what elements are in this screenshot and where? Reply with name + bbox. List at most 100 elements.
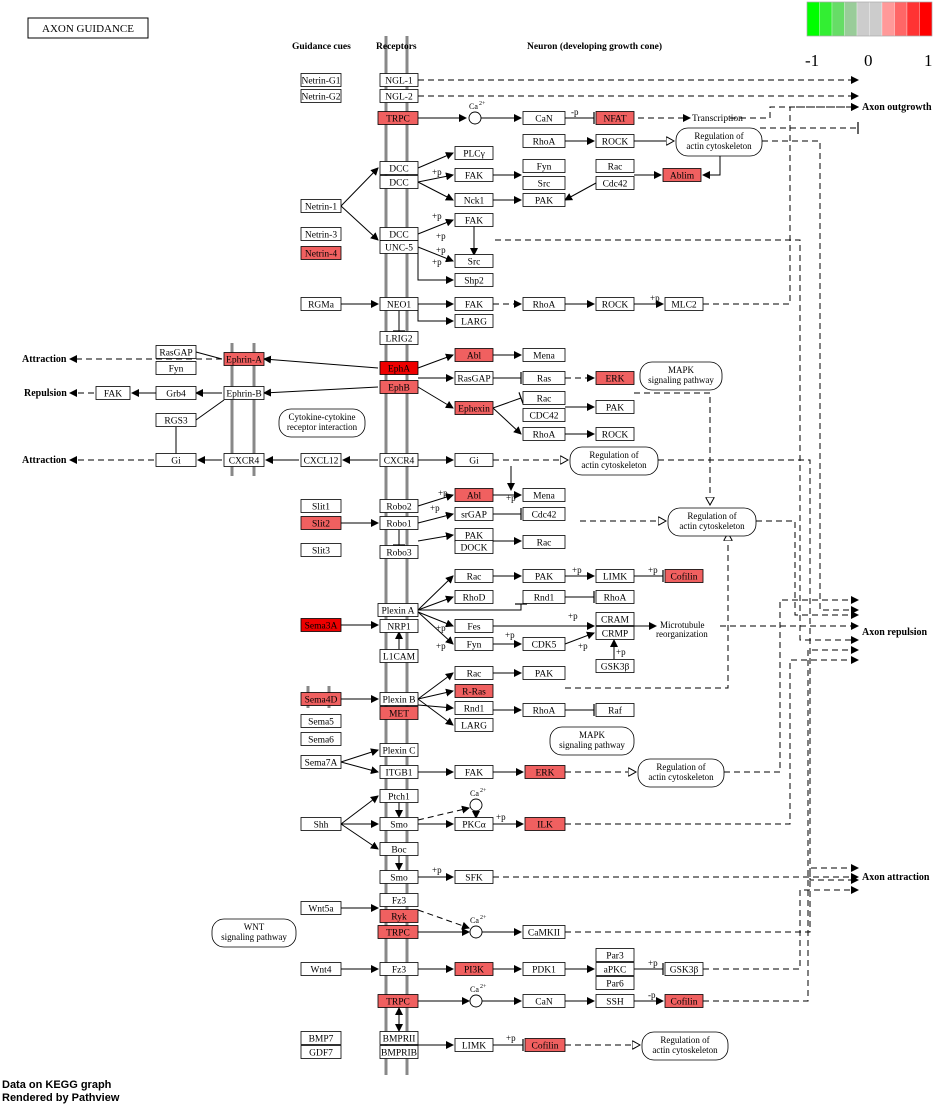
node-gi1[interactable]: Gi bbox=[155, 453, 197, 467]
node-sema6[interactable]: Sema6 bbox=[300, 732, 342, 746]
node-ryk[interactable]: Ryk bbox=[379, 909, 419, 923]
node-rock2[interactable]: ROCK bbox=[595, 297, 635, 311]
node-fz3b[interactable]: Fz3 bbox=[379, 962, 419, 976]
node-apkc[interactable]: aPKC bbox=[595, 962, 635, 976]
node-sfk[interactable]: SFK bbox=[454, 870, 494, 884]
node-ablim[interactable]: Ablim bbox=[662, 168, 702, 182]
node-grb4[interactable]: Grb4 bbox=[155, 386, 197, 400]
node-plexinc[interactable]: Plexin C bbox=[379, 743, 419, 757]
node-ras[interactable]: Ras bbox=[522, 371, 566, 385]
node-plexina[interactable]: Plexin A bbox=[377, 603, 419, 617]
node-cdc42_3[interactable]: Cdc42 bbox=[522, 507, 566, 521]
node-bmprii[interactable]: BMPRII bbox=[379, 1031, 419, 1045]
node-pak5[interactable]: PAK bbox=[522, 666, 566, 680]
node-mlc2[interactable]: MLC2 bbox=[664, 297, 704, 311]
node-fak5[interactable]: FAK bbox=[454, 765, 494, 779]
node-trpc3[interactable]: TRPC bbox=[377, 994, 419, 1008]
node-rras[interactable]: R-Ras bbox=[454, 684, 494, 698]
node-fak1[interactable]: FAK bbox=[454, 168, 494, 182]
node-bmp7[interactable]: BMP7 bbox=[300, 1031, 342, 1045]
node-nrp1[interactable]: NRP1 bbox=[379, 619, 419, 633]
node-ephexin[interactable]: Ephexin bbox=[454, 401, 494, 415]
node-pi3k[interactable]: PI3K bbox=[454, 962, 494, 976]
node-rgs3[interactable]: RGS3 bbox=[155, 413, 197, 427]
node-mena2[interactable]: Mena bbox=[522, 488, 566, 502]
node-ptch1[interactable]: Ptch1 bbox=[379, 789, 419, 803]
node-dcc3[interactable]: DCC bbox=[379, 227, 419, 241]
node-rasgap2[interactable]: RasGAP bbox=[454, 371, 494, 385]
node-mena1[interactable]: Mena bbox=[522, 348, 566, 362]
node-rock1[interactable]: ROCK bbox=[595, 134, 635, 148]
node-cdc42_1[interactable]: Cdc42 bbox=[595, 176, 635, 190]
node-limk1[interactable]: LIMK bbox=[595, 569, 635, 583]
node-can1[interactable]: CaN bbox=[522, 111, 566, 125]
node-smo2[interactable]: Smo bbox=[379, 870, 419, 884]
node-rock3[interactable]: ROCK bbox=[595, 427, 635, 441]
node-ilk[interactable]: ILK bbox=[524, 817, 566, 831]
node-netring1[interactable]: Netrin-G1 bbox=[300, 73, 342, 87]
node-rac4[interactable]: Rac bbox=[454, 569, 494, 583]
node-sema5[interactable]: Sema5 bbox=[300, 714, 342, 728]
node-robo1[interactable]: Robo1 bbox=[379, 516, 419, 530]
node-sema7a[interactable]: Sema7A bbox=[300, 755, 342, 769]
node-ephrina[interactable]: Ephrin-A bbox=[223, 352, 265, 366]
node-netrin1[interactable]: Netrin-1 bbox=[300, 199, 342, 213]
node-ngl1[interactable]: NGL-1 bbox=[379, 73, 419, 87]
node-rac2[interactable]: Rac bbox=[522, 391, 566, 405]
node-plcg[interactable]: PLCγ bbox=[454, 146, 494, 160]
node-rnd1b[interactable]: Rnd1 bbox=[454, 701, 494, 715]
node-rasgap1[interactable]: RasGAP bbox=[155, 345, 197, 359]
node-bmprib[interactable]: BMPRIB bbox=[379, 1045, 419, 1059]
node-robo2[interactable]: Robo2 bbox=[379, 499, 419, 513]
node-plexinb[interactable]: Plexin B bbox=[379, 692, 419, 706]
node-dcc1[interactable]: DCC bbox=[379, 161, 419, 175]
node-rac3[interactable]: Rac bbox=[522, 535, 566, 549]
node-lrig2[interactable]: LRIG2 bbox=[379, 331, 419, 345]
node-shh[interactable]: Shh bbox=[300, 817, 342, 831]
node-met[interactable]: MET bbox=[379, 706, 419, 720]
node-dcc2[interactable]: DCC bbox=[379, 175, 419, 189]
node-trpc2[interactable]: TRPC bbox=[377, 925, 419, 939]
node-unc5[interactable]: UNC-5 bbox=[379, 240, 419, 254]
node-ssh[interactable]: SSH bbox=[595, 994, 635, 1008]
node-larg1[interactable]: LARG bbox=[454, 314, 494, 328]
node-src2[interactable]: Src bbox=[454, 254, 494, 268]
node-fyn3[interactable]: Fyn bbox=[454, 637, 494, 651]
node-abl2[interactable]: Abl bbox=[454, 488, 494, 502]
node-rhoa2[interactable]: RhoA bbox=[522, 297, 566, 311]
node-src1[interactable]: Src bbox=[522, 176, 566, 190]
node-ephrinb[interactable]: Ephrin-B bbox=[223, 386, 265, 400]
node-slit3[interactable]: Slit3 bbox=[300, 543, 342, 557]
node-netring2[interactable]: Netrin-G2 bbox=[300, 89, 342, 103]
node-shp2[interactable]: Shp2 bbox=[454, 273, 494, 287]
node-pdk1[interactable]: PDK1 bbox=[522, 962, 566, 976]
node-fyn2[interactable]: Fyn bbox=[155, 361, 197, 375]
node-ephb[interactable]: EphB bbox=[379, 380, 419, 394]
node-rgma[interactable]: RGMa bbox=[300, 297, 342, 311]
node-netrin4[interactable]: Netrin-4 bbox=[300, 246, 342, 260]
node-can2[interactable]: CaN bbox=[522, 994, 566, 1008]
node-fes[interactable]: Fes bbox=[454, 619, 494, 633]
node-trpc1[interactable]: TRPC bbox=[377, 111, 419, 125]
node-pak1[interactable]: PAK bbox=[522, 193, 566, 207]
node-sema4d[interactable]: Sema4D bbox=[300, 692, 342, 706]
node-rhoa4[interactable]: RhoA bbox=[595, 590, 635, 604]
node-cdk5[interactable]: CDK5 bbox=[522, 637, 566, 651]
node-nfat[interactable]: NFAT bbox=[595, 111, 635, 125]
node-wnt5a[interactable]: Wnt5a bbox=[300, 901, 342, 915]
node-fak4[interactable]: FAK bbox=[95, 386, 131, 400]
node-pak4[interactable]: PAK bbox=[522, 569, 566, 583]
node-rhoa3[interactable]: RhoA bbox=[522, 427, 566, 441]
node-cram[interactable]: CRAM bbox=[595, 612, 635, 626]
